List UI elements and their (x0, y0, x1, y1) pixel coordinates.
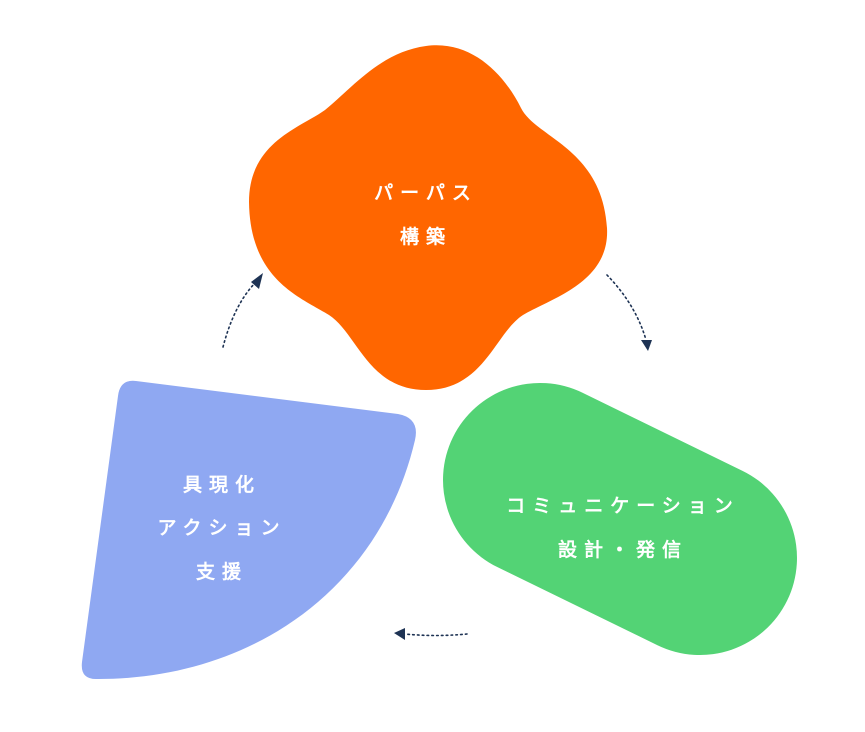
arrow-head-icon (641, 340, 652, 351)
arrow-head-icon (251, 273, 263, 289)
purpose-node: パーパス 構築 (249, 45, 608, 390)
arrow-purpose-to-communication (606, 274, 652, 351)
purpose-label-line-2: 構築 (400, 225, 452, 248)
arrow-head-icon (394, 628, 405, 640)
communication-node: コミュニケーション 設計・発信 (443, 383, 797, 655)
purpose-blob-shape (249, 45, 608, 390)
action-label-line-1: 具現化 (183, 473, 261, 496)
purpose-label-line-1: パーパス (374, 182, 478, 204)
action-label-line-3: 支援 (195, 560, 248, 583)
communication-pill-shape (443, 383, 797, 655)
arrow-line (404, 633, 468, 637)
action-node: 具現化 アクション 支援 (81, 380, 416, 680)
communication-label-line-1: コミュニケーション (506, 495, 740, 517)
action-label-line-2: アクション (157, 517, 286, 539)
arrow-line (222, 282, 256, 348)
communication-label-line-2: 設計・発信 (558, 538, 688, 561)
arrow-line (606, 274, 647, 341)
action-fan-shape (81, 380, 416, 680)
flow-arrows (222, 273, 652, 640)
arrow-action-to-purpose (222, 273, 263, 348)
arrow-communication-to-action (394, 628, 468, 640)
